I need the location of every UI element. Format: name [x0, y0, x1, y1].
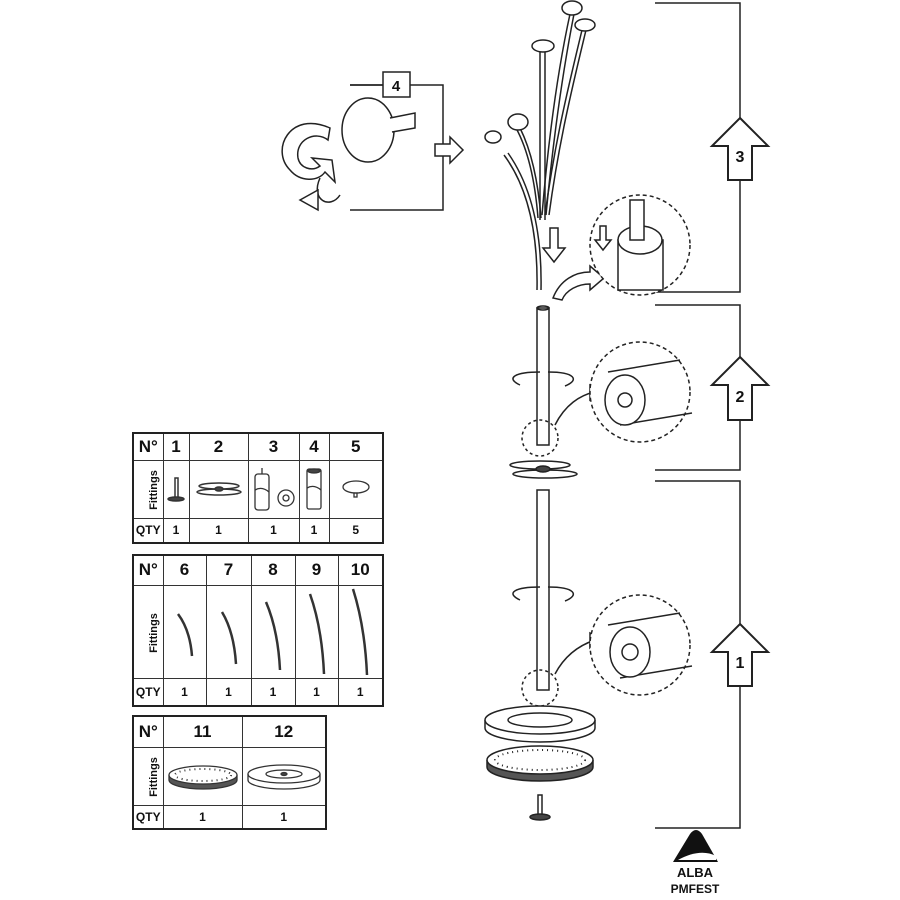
curved-arrow-icon [551, 264, 606, 301]
part-qty: 1 [294, 677, 339, 707]
part-number: 8 [250, 554, 296, 586]
rotate-arrow-icon [281, 122, 337, 185]
cap-icon [342, 480, 370, 498]
number-header: N° [132, 554, 164, 586]
part-number: 3 [247, 432, 300, 461]
parts-table-3: N° 11 12 Fittings QTY 1 1 [132, 715, 327, 830]
detail-marker [521, 669, 559, 707]
right-arrow-icon [434, 135, 465, 165]
qty-label: QTY [132, 677, 164, 707]
part-number: 12 [241, 715, 327, 748]
detail-marker [521, 419, 559, 457]
rotate-arrow-icon [512, 371, 575, 387]
bracket-icon [195, 482, 242, 496]
part-number: 10 [337, 554, 384, 586]
qty-label: QTY [132, 517, 164, 544]
number-header: N° [132, 432, 164, 461]
parts-table-2: N° 6 7 8 9 10 Fittings QTY 1 1 1 1 1 [132, 554, 384, 707]
part-number: 1 [162, 432, 190, 461]
tube-icon [306, 468, 322, 510]
arrow-head-icon [298, 188, 319, 212]
logo-brand: ALBA [677, 865, 714, 880]
down-arrow-icon [593, 225, 613, 252]
step4-label: 4 [392, 78, 401, 95]
upper-tube [536, 307, 550, 446]
cap-stem [389, 112, 416, 133]
parts-table-1: N° 1 2 3 4 5 Fittings QTY 1 1 1 1 5 [132, 432, 384, 544]
cap-disc [341, 97, 395, 163]
tube-hub [617, 392, 633, 408]
weight-plate [486, 745, 594, 782]
part-qty: 5 [328, 517, 384, 544]
curved-rod-icon [220, 610, 237, 664]
part-qty: 1 [162, 677, 207, 707]
part-qty: 1 [337, 677, 384, 707]
tube-top [536, 305, 550, 311]
fittings-label: Fittings [147, 612, 160, 653]
alba-logo: ALBA PMFEST [671, 830, 720, 896]
step2-label: 2 [736, 389, 745, 406]
bracket-part [509, 460, 578, 479]
bolt-icon [167, 477, 185, 502]
part-number: 2 [188, 432, 249, 461]
weight-plate-icon [167, 765, 238, 790]
base-disc [484, 705, 596, 743]
step1-label: 1 [736, 655, 745, 672]
part-number: 5 [328, 432, 384, 461]
curved-arrow-icon [554, 639, 596, 675]
base-disc-icon [247, 764, 321, 790]
curved-rod-icon [352, 588, 369, 675]
rotate-arrow-icon [512, 586, 575, 602]
part-qty: 1 [247, 517, 300, 544]
curved-rod-icon [308, 593, 325, 674]
qty-label: QTY [132, 804, 164, 830]
part-qty: 1 [188, 517, 249, 544]
coat-stand-rods [484, 0, 596, 291]
lower-tube [536, 489, 550, 691]
part-qty: 1 [241, 804, 327, 830]
part-number: 11 [162, 715, 243, 748]
tube-end [604, 374, 646, 426]
part-qty: 1 [162, 517, 190, 544]
part-number: 4 [298, 432, 330, 461]
part-number: 6 [162, 554, 207, 586]
tube-with-washer-icon [253, 468, 295, 511]
part-number: 9 [294, 554, 339, 586]
part-qty: 1 [298, 517, 330, 544]
part-qty: 1 [205, 677, 252, 707]
curved-rod-icon [176, 612, 193, 656]
part-number: 7 [205, 554, 252, 586]
step4-box [382, 71, 411, 98]
logo-model: PMFEST [671, 882, 720, 896]
part-qty: 1 [162, 804, 243, 830]
bolt-part [529, 794, 551, 821]
curved-rod-icon [264, 601, 282, 670]
rotate-arrow-tail [316, 177, 341, 203]
curved-arrow-icon [554, 391, 596, 426]
tube-end [609, 626, 651, 678]
part-qty: 1 [250, 677, 296, 707]
rod-detail [629, 199, 645, 241]
fittings-label: Fittings [147, 757, 160, 797]
up-arrow-icon [709, 116, 771, 687]
tube-hub [621, 643, 639, 661]
down-arrow-icon [541, 227, 567, 264]
number-header: N° [132, 715, 164, 748]
step3-label: 3 [736, 149, 745, 166]
fittings-label: Fittings [147, 470, 160, 510]
